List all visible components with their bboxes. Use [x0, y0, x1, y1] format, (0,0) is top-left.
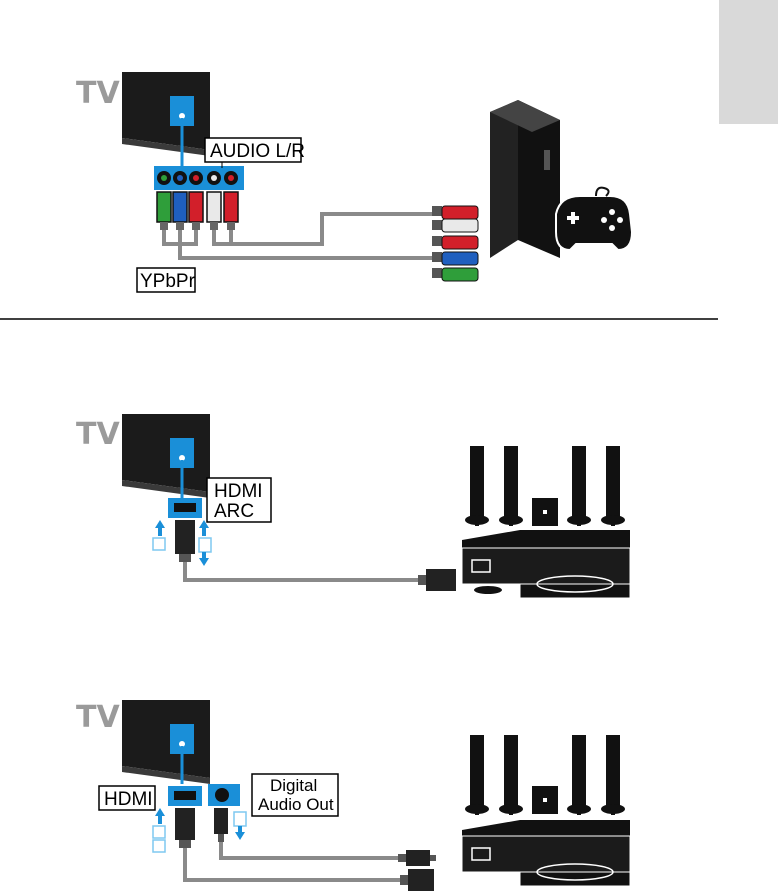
tv-icon: [122, 414, 210, 498]
signal-arrows: [153, 808, 246, 852]
hts-side-plugs: [398, 850, 436, 891]
hdmi-plug: [175, 520, 195, 562]
console-side-plugs: [432, 206, 478, 281]
tv-label: TV: [76, 700, 120, 735]
callout-audio-lr-label: AUDIO L/R: [210, 141, 305, 162]
callout-hdmi-label: HDMI: [214, 481, 263, 502]
diagram-hdmi-arc: TV HDMI ARC: [76, 414, 630, 598]
tv-label: TV: [76, 76, 120, 111]
game-console-icon: [490, 100, 560, 258]
optical-plug: [214, 808, 228, 842]
callout-hdmi: HDMI: [99, 786, 155, 810]
callout-digital-label: Digital: [270, 776, 317, 795]
callout-hdmi-label: HDMI: [104, 789, 153, 810]
callout-hdmi-arc: HDMI ARC: [207, 478, 271, 522]
component-cables: [164, 214, 432, 258]
home-theatre-icon: [462, 735, 630, 886]
tv-label: TV: [76, 417, 120, 452]
callout-audio-lr: AUDIO L/R: [205, 138, 305, 168]
side-tab: [719, 0, 778, 124]
gamepad-icon: [556, 188, 632, 250]
tv-icon: [122, 700, 210, 784]
diagram-hdmi-digital-audio: TV HDMI Digital Audio Out: [76, 700, 630, 891]
callout-ypbpr-label: YPbPr: [140, 271, 196, 292]
cables: [185, 842, 402, 880]
home-theatre-icon: [462, 446, 630, 598]
callout-arc-label: ARC: [214, 501, 254, 522]
diagram-game-console: TV: [76, 72, 632, 292]
tv-icon: [122, 72, 210, 156]
hdmi-cable: [185, 562, 422, 580]
hdmi-plug: [175, 808, 195, 848]
rca-plugs: [157, 192, 238, 230]
callout-audio-out-label: Audio Out: [258, 795, 334, 814]
callout-digital-audio-out: Digital Audio Out: [252, 774, 338, 816]
hdmi-plug-hts: [418, 569, 456, 591]
callout-ypbpr: YPbPr: [137, 268, 196, 292]
